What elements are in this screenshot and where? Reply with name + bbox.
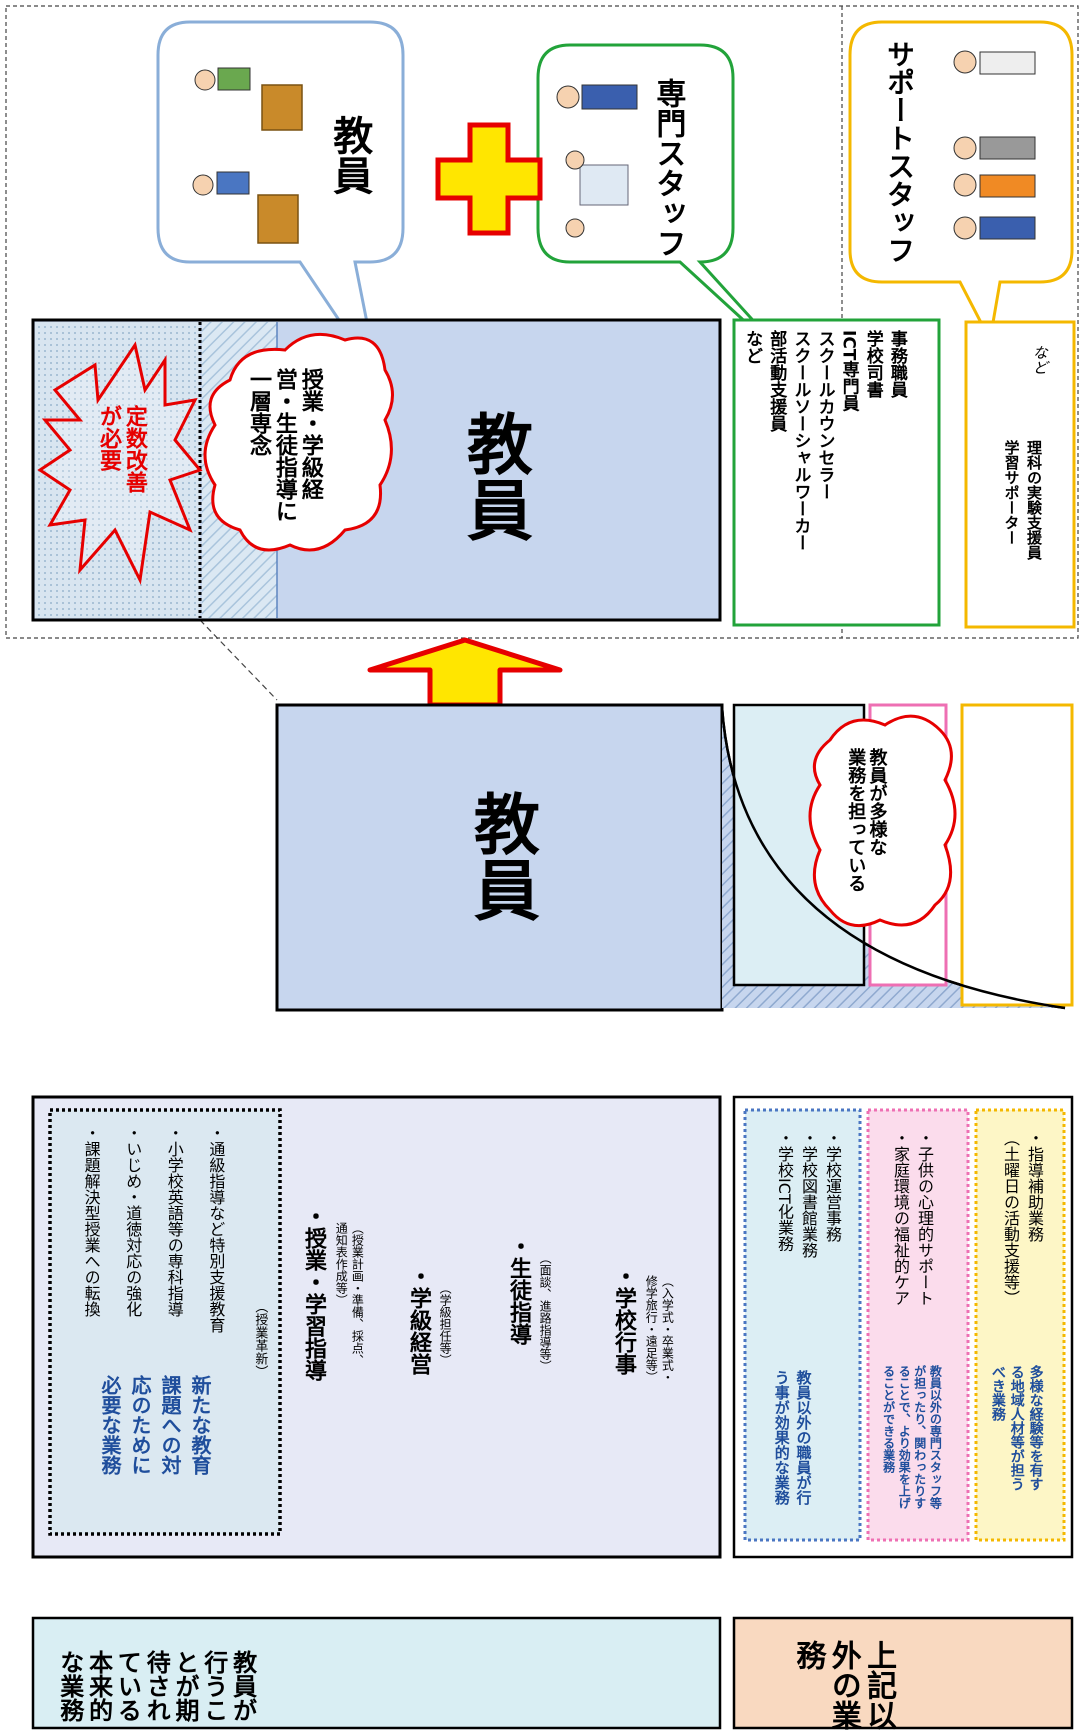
core-item-class: ・学級経営 — [405, 1265, 431, 1375]
teacher-figures-icon — [192, 67, 303, 244]
specialist-list-box — [732, 318, 941, 627]
core-item-teaching-notes: （授業計画・準備、採点、 通知表作成等） — [334, 1222, 365, 1366]
new-issues-items: ・通級指導など特別支援教育 ・小学校英語等の専科指導 ・いじめ・道徳対応の強化 … — [81, 1125, 226, 1333]
title-other-strip — [732, 1616, 1074, 1730]
support-list: 理科の実験支援員 学習サポーター — [1002, 440, 1044, 560]
quota-burst-text: 定数改善 が必要 — [95, 405, 147, 493]
burst-shape — [37, 341, 203, 585]
specialist-list: 事務職員 学校司書 ICT専門員 スクールカウンセラー スクールソーシャルワーカ… — [742, 330, 907, 551]
specialist-group-box — [866, 1108, 970, 1542]
new-issues-box — [48, 1108, 282, 1536]
support-bubble-label: サポートスタッフ — [883, 40, 917, 264]
staff-group-items: ・学校運営事務 ・学校図書館業務 ・学校ICT化業務 — [775, 1130, 842, 1258]
community-group-items: ・指導補助業務 （土曜日の活動支援等） — [1001, 1130, 1044, 1306]
cloud-current-shape — [808, 714, 957, 928]
support-figures-icon — [953, 50, 1036, 240]
specialist-group-title: 教員以外の専門スタッフ等 が担ったり、関わったりす ることで、より効果を上げ る… — [881, 1365, 943, 1509]
teacher-bubble-label: 教員 — [326, 115, 373, 195]
title-core-strip — [31, 1616, 722, 1730]
plus-icon — [435, 122, 543, 236]
support-list-box — [964, 320, 1076, 629]
core-item-guidance-notes: （面談、進路指導等） — [538, 1252, 553, 1372]
dashed-frame — [5, 5, 1079, 639]
specialist-group-items: ・子供の心理的サポート ・家庭環境の福祉的ケア — [891, 1130, 934, 1306]
new-issues-note: （授業革新） — [252, 1300, 268, 1378]
support-etc: など — [1030, 345, 1049, 375]
cloud-future-text: 授業・学級経 営・生徒指導に 一層専念 — [245, 368, 323, 522]
staff-group-box — [743, 1108, 862, 1542]
core-item-guidance: ・生徒指導 — [505, 1235, 531, 1345]
core-item-events-notes: （入学式・卒業式・ 修学旅行・遠足等） — [644, 1275, 675, 1383]
arrow-up-icon — [367, 637, 563, 708]
current-support-box — [960, 703, 1074, 1007]
current-teacher-block — [275, 703, 724, 1012]
community-group-title: 多様な経験等を有す る地域人材等が担う べき業務 — [989, 1365, 1044, 1491]
core-item-class-notes: （学級担任等） — [438, 1282, 453, 1366]
current-block-label: 教員 — [462, 790, 540, 922]
core-item-events: ・学校行事 — [610, 1265, 636, 1375]
cloud-current-text: 教員が多様な 業務を担っている — [845, 748, 888, 892]
title-other: 上記以外の業務 — [790, 1640, 897, 1730]
new-issues-title: 新たな教育 課題への対 応のために 必要な業務 — [98, 1375, 212, 1475]
community-group-box — [974, 1108, 1066, 1542]
future-block-label: 教員 — [455, 410, 533, 542]
cloud-future-shape — [203, 332, 394, 552]
staff-group-title: 教員以外の職員が行 う事が効果的な業務 — [772, 1370, 813, 1505]
title-core: 教員が行うことが期待されている本来的な業務 — [55, 1650, 257, 1722]
core-item-teaching: ・授業・学習指導 — [300, 1205, 326, 1381]
specialist-bubble-label: 専門スタッフ — [650, 78, 686, 258]
specialist-figures-icon — [556, 84, 638, 238]
